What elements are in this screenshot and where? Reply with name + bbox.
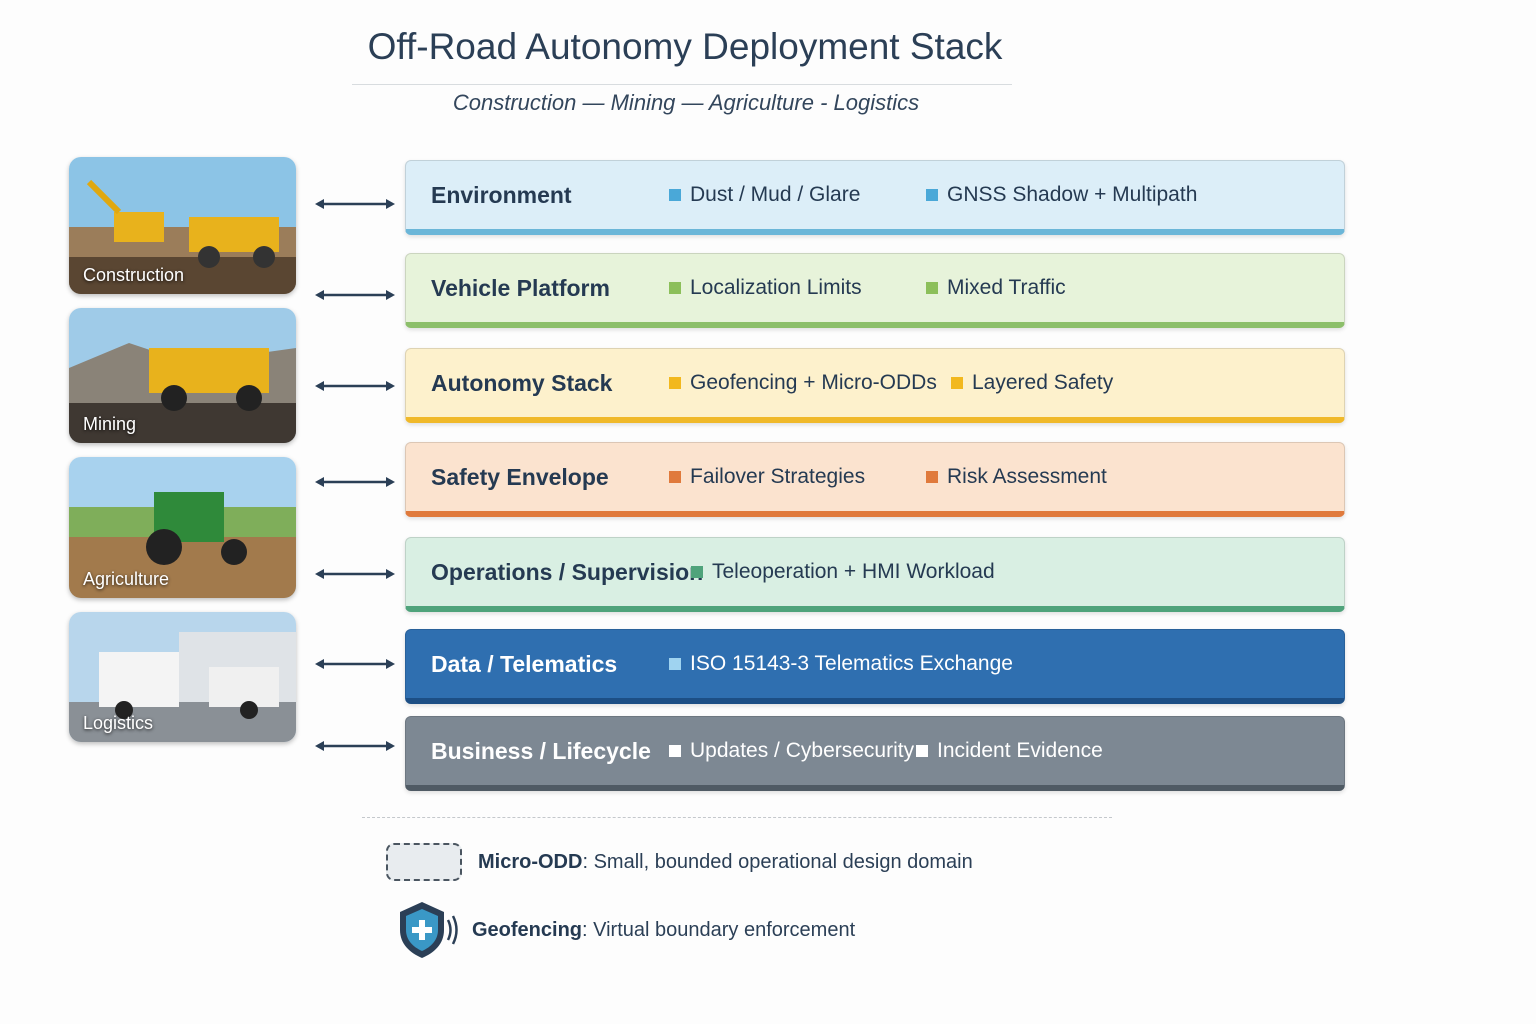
layer-environment: Environment Dust / Mud / Glare GNSS Shadow… xyxy=(405,160,1345,235)
legend-micro-odd: Micro-ODD: Small, bounded operational de… xyxy=(386,843,973,881)
layer-item-label: Mixed Traffic xyxy=(947,276,1066,299)
double-arrow-icon xyxy=(315,739,395,751)
layer-item: Risk Assessment xyxy=(926,465,1107,489)
layer-item: Failover Strategies xyxy=(669,465,865,489)
layer-operations-supervision: Operations / Supervision Teleoperation + … xyxy=(405,537,1345,612)
title-divider xyxy=(352,84,1012,85)
domain-label: Construction xyxy=(83,265,185,285)
bullet-square-icon xyxy=(926,189,938,201)
legend-term: Geofencing xyxy=(472,918,583,941)
layer-business-lifecycle: Business / Lifecycle Updates / Cybersecur… xyxy=(405,716,1345,791)
layer-vehicle-platform: Vehicle Platform Localization Limits Mixed… xyxy=(405,253,1345,328)
double-arrow-icon xyxy=(315,567,395,579)
layer-name: Data / Telematics xyxy=(431,650,618,677)
layer-item-label: Failover Strategies xyxy=(690,465,866,488)
bullet-square-icon xyxy=(669,745,681,757)
page-title: Off-Road Autonomy Deployment Stack xyxy=(367,26,1003,67)
legend-term: Micro-ODD xyxy=(478,850,583,873)
layer-item: GNSS Shadow + Multipath xyxy=(926,183,1197,207)
legend-divider xyxy=(362,817,1112,818)
bullet-square-icon xyxy=(669,377,681,389)
bullet-square-icon xyxy=(669,282,681,294)
layer-data-telematics: Data / Telematics ISO 15143-3 Telematics … xyxy=(405,629,1345,704)
dashed-box-icon xyxy=(386,843,462,881)
layer-name: Environment xyxy=(431,181,572,208)
layer-item-label: Incident Evidence xyxy=(937,739,1103,762)
layer-item: Updates / Cybersecurity xyxy=(669,739,914,763)
layer-item-label: Teleoperation + HMI Workload xyxy=(712,560,995,583)
layer-item: Incident Evidence xyxy=(916,739,1103,763)
layer-name: Operations / Supervision xyxy=(431,558,704,585)
layer-autonomy-stack: Autonomy Stack Geofencing + Micro-ODDs Lay… xyxy=(405,348,1345,423)
layer-item: Dust / Mud / Glare xyxy=(669,183,860,207)
layer-name: Business / Lifecycle xyxy=(431,737,651,764)
bullet-square-icon xyxy=(926,471,938,483)
legend-desc: : Virtual boundary enforcement xyxy=(582,918,856,941)
layer-item-label: Layered Safety xyxy=(972,371,1114,394)
domain-label: Agriculture xyxy=(83,569,170,589)
layer-name: Vehicle Platform xyxy=(431,274,610,301)
bullet-square-icon xyxy=(669,189,681,201)
layer-item-label: GNSS Shadow + Multipath xyxy=(947,183,1198,206)
layer-item: Teleoperation + HMI Workload xyxy=(691,560,995,584)
double-arrow-icon xyxy=(315,288,395,300)
layer-item-label: Dust / Mud / Glare xyxy=(690,183,861,206)
double-arrow-icon xyxy=(315,197,395,209)
layer-item: Layered Safety xyxy=(951,371,1113,395)
bullet-square-icon xyxy=(669,658,681,670)
double-arrow-icon xyxy=(315,475,395,487)
domain-label: Mining xyxy=(83,414,137,434)
agriculture-image: Agriculture xyxy=(69,457,296,598)
double-arrow-icon xyxy=(315,657,395,669)
page-subtitle: Construction — Mining — Agriculture - Lo… xyxy=(452,90,920,115)
layer-item: ISO 15143-3 Telematics Exchange xyxy=(669,652,1013,676)
double-arrow-icon xyxy=(315,379,395,391)
layer-name: Autonomy Stack xyxy=(431,369,613,396)
layer-item-label: ISO 15143-3 Telematics Exchange xyxy=(690,652,1013,675)
construction-image: Construction xyxy=(69,157,296,294)
bullet-square-icon xyxy=(926,282,938,294)
shield-icon xyxy=(400,902,458,958)
domain-label: Logistics xyxy=(83,713,154,733)
mining-image: Mining xyxy=(69,308,296,443)
legend-geofencing: Geofencing: Virtual boundary enforcement xyxy=(396,900,855,960)
bullet-square-icon xyxy=(916,745,928,757)
layer-safety-envelope: Safety Envelope Failover Strategies Risk A… xyxy=(405,442,1345,517)
layer-item-label: Geofencing + Micro-ODDs xyxy=(690,371,937,394)
layer-item: Localization Limits xyxy=(669,276,862,300)
layer-item-label: Updates / Cybersecurity xyxy=(690,739,915,762)
bullet-square-icon xyxy=(691,566,703,578)
logistics-image: Logistics xyxy=(69,612,296,742)
bullet-square-icon xyxy=(951,377,963,389)
layer-item-label: Localization Limits xyxy=(690,276,862,299)
layer-item-label: Risk Assessment xyxy=(947,465,1107,488)
layer-item: Geofencing + Micro-ODDs xyxy=(669,371,937,395)
bullet-square-icon xyxy=(669,471,681,483)
layer-item: Mixed Traffic xyxy=(926,276,1066,300)
layer-name: Safety Envelope xyxy=(431,463,609,490)
legend-desc: : Small, bounded operational design doma… xyxy=(582,850,973,873)
